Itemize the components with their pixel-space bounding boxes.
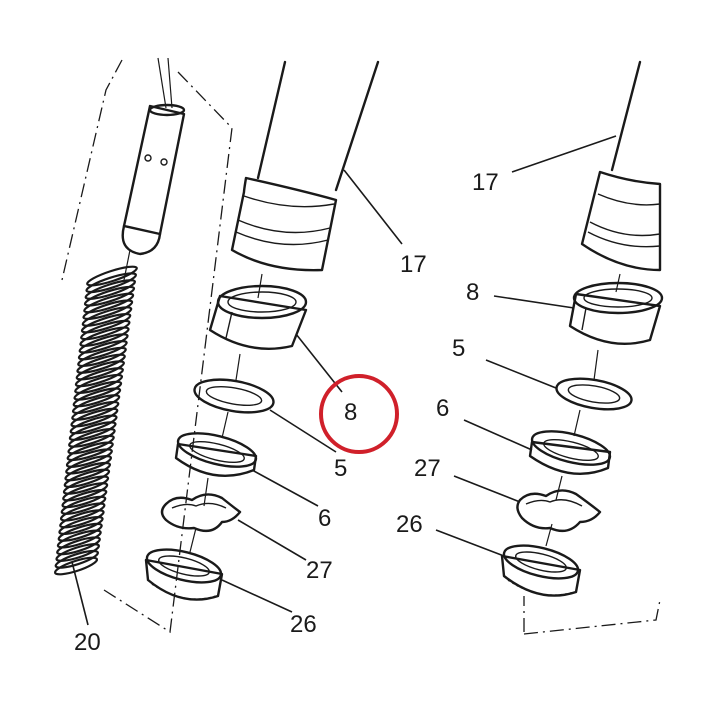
spring-coil [76, 353, 126, 374]
cup [174, 432, 258, 477]
spring-coil [58, 515, 104, 536]
spring-coil [54, 549, 99, 569]
seal [144, 548, 224, 601]
spring-coil [65, 448, 113, 468]
spring-coil [71, 400, 120, 421]
spring-coil [59, 502, 106, 522]
spring-coil [82, 299, 134, 321]
cup-right [528, 430, 612, 475]
spring-coil [78, 333, 129, 354]
spring-coil [56, 529, 102, 549]
spring-coil [61, 488, 108, 509]
spring-coil [62, 475, 110, 495]
spring-coil [73, 380, 123, 401]
spring-coil [81, 306, 133, 327]
washer-right [555, 377, 633, 411]
label-clip-right: 27 [414, 455, 441, 482]
bushing-right [568, 281, 664, 345]
label-cup-right: 6 [436, 395, 449, 422]
spring-coil [62, 482, 109, 502]
spring-assembly: 20 [53, 57, 233, 656]
spring-coil [53, 556, 99, 576]
label-seal-left: 26 [290, 611, 317, 638]
spring [53, 265, 138, 576]
label-seal-right: 26 [396, 511, 423, 538]
fork-tube-right: 17 [472, 60, 662, 272]
label-tube-right: 17 [472, 169, 499, 196]
spring-coil [83, 292, 135, 314]
spring-coil [65, 455, 113, 475]
bushing [208, 284, 308, 350]
spring-coil [75, 360, 125, 381]
fork-tube: 17 [230, 60, 427, 278]
spring-coil [59, 509, 105, 529]
spring-coil [79, 326, 130, 347]
clip-right [516, 489, 602, 533]
highlight-circle [319, 374, 399, 454]
label-cup-left: 6 [318, 505, 331, 532]
spring-coil [68, 421, 117, 441]
spring-coil [55, 543, 100, 562]
spring-coil [60, 495, 107, 515]
spring-coil [64, 461, 112, 482]
label-tube-left: 17 [400, 251, 427, 278]
rod [121, 103, 186, 256]
spring-coil [85, 272, 137, 294]
spring-coil [56, 536, 101, 556]
right-column: 17 8 5 6 [396, 60, 664, 635]
label-bushing-right: 8 [466, 279, 479, 306]
label-clip-left: 27 [306, 557, 333, 584]
label-bushing-left: 8 [344, 399, 357, 426]
washer [193, 378, 275, 414]
label-washer-right: 5 [452, 335, 465, 362]
spring-coil [77, 340, 128, 361]
spring-coil [69, 414, 118, 435]
left-column: 17 8 5 6 [144, 60, 427, 638]
spring-coil [72, 387, 122, 408]
spring-coil [66, 441, 114, 462]
spring-coil [57, 522, 103, 542]
spring-coil [77, 346, 127, 368]
spring-coil [70, 407, 119, 428]
spring-coil [80, 319, 131, 341]
spring-coil [84, 279, 136, 300]
spring-coil [86, 265, 138, 287]
spring-coil [67, 434, 115, 455]
spring-coil [63, 468, 111, 489]
clip [160, 493, 242, 533]
spring-coil [71, 394, 121, 415]
spring-coil [68, 428, 116, 448]
spring-coil [74, 373, 124, 394]
spring-coil [74, 367, 124, 388]
seal-right [500, 544, 582, 597]
spring-coil [80, 312, 132, 334]
label-spring: 20 [74, 629, 101, 656]
label-washer-left: 5 [334, 455, 347, 482]
spring-coil [83, 285, 136, 307]
